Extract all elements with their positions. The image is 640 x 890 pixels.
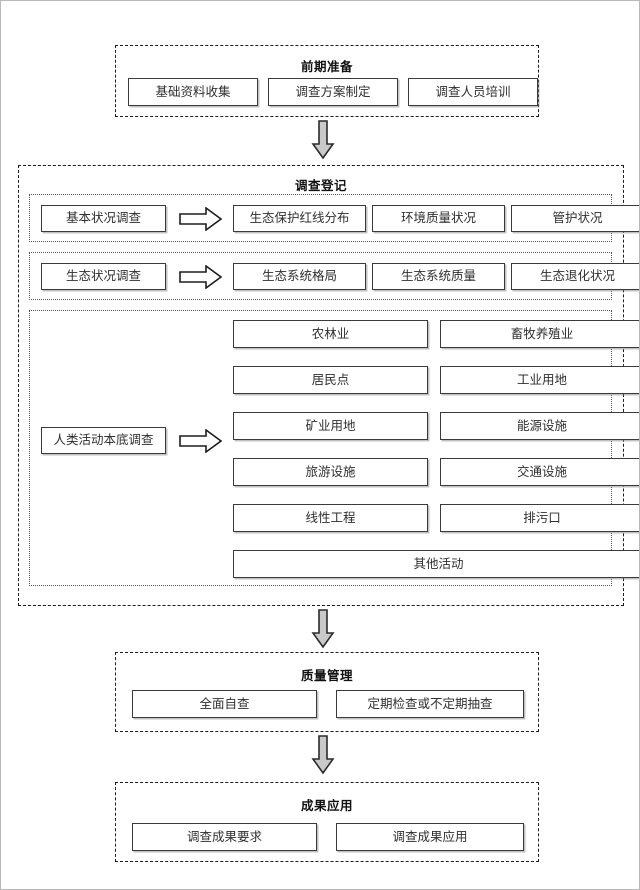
group-eco-status: 生态状况调查 生态系统格局 生态系统质量 生态退化状况: [29, 252, 639, 300]
human-item-4[interactable]: 工业用地: [440, 366, 639, 394]
arrow-registration-to-quality: [311, 609, 335, 649]
human-item-8[interactable]: 交通设施: [440, 458, 639, 486]
results-box-1[interactable]: 调查成果要求: [132, 823, 317, 851]
eco-item-3[interactable]: 生态退化状况: [511, 263, 639, 290]
human-item-7[interactable]: 旅游设施: [233, 458, 428, 486]
section-prep: 前期准备 基础资料收集 调查方案制定 调查人员培训: [115, 45, 539, 117]
basic-item-3[interactable]: 管护状况: [511, 205, 639, 232]
arrow-prep-to-registration: [311, 120, 335, 160]
group-human-source[interactable]: 人类活动本底调查: [41, 427, 166, 454]
results-box-2[interactable]: 调查成果应用: [336, 823, 524, 851]
group-eco-source[interactable]: 生态状况调查: [41, 263, 166, 290]
eco-item-2[interactable]: 生态系统质量: [372, 263, 505, 290]
human-item-other[interactable]: 其他活动: [233, 550, 639, 578]
section-registration-title: 调查登记: [294, 179, 347, 193]
prep-box-3[interactable]: 调查人员培训: [408, 78, 538, 106]
section-quality-title: 质量管理: [300, 669, 353, 683]
quality-box-1[interactable]: 全面自查: [132, 690, 317, 718]
human-item-3[interactable]: 居民点: [233, 366, 428, 394]
human-item-9[interactable]: 线性工程: [233, 504, 428, 532]
arrow-eco-to-items: [179, 264, 223, 290]
arrow-quality-to-results: [311, 735, 335, 775]
quality-box-2[interactable]: 定期检查或不定期抽查: [336, 690, 524, 718]
eco-item-1[interactable]: 生态系统格局: [233, 263, 366, 290]
human-item-6[interactable]: 能源设施: [440, 412, 639, 440]
basic-item-2[interactable]: 环境质量状况: [372, 205, 505, 232]
section-results: 成果应用 调查成果要求 调查成果应用: [115, 782, 539, 862]
section-registration: 调查登记 基本状况调查 生态保护红线分布 环境质量状况 管护状况 生态状况调查 …: [18, 165, 639, 606]
human-item-1[interactable]: 农林业: [233, 320, 428, 348]
human-item-2[interactable]: 畜牧养殖业: [440, 320, 639, 348]
section-prep-title: 前期准备: [300, 60, 353, 74]
arrow-human-to-items: [179, 428, 223, 454]
prep-box-1[interactable]: 基础资料收集: [128, 78, 258, 106]
human-item-10[interactable]: 排污口: [440, 504, 639, 532]
section-quality: 质量管理 全面自查 定期检查或不定期抽查: [115, 652, 539, 732]
section-results-title: 成果应用: [300, 799, 353, 813]
basic-item-1[interactable]: 生态保护红线分布: [233, 205, 366, 232]
human-item-5[interactable]: 矿业用地: [233, 412, 428, 440]
group-human-activity: 人类活动本底调查 农林业 畜牧养殖业 居民点 工业用地 矿业用地 能源设施 旅游…: [29, 310, 639, 586]
group-basic-status: 基本状况调查 生态保护红线分布 环境质量状况 管护状况: [29, 194, 639, 242]
prep-box-2[interactable]: 调查方案制定: [268, 78, 398, 106]
group-basic-source[interactable]: 基本状况调查: [41, 205, 166, 232]
arrow-basic-to-items: [179, 206, 223, 232]
